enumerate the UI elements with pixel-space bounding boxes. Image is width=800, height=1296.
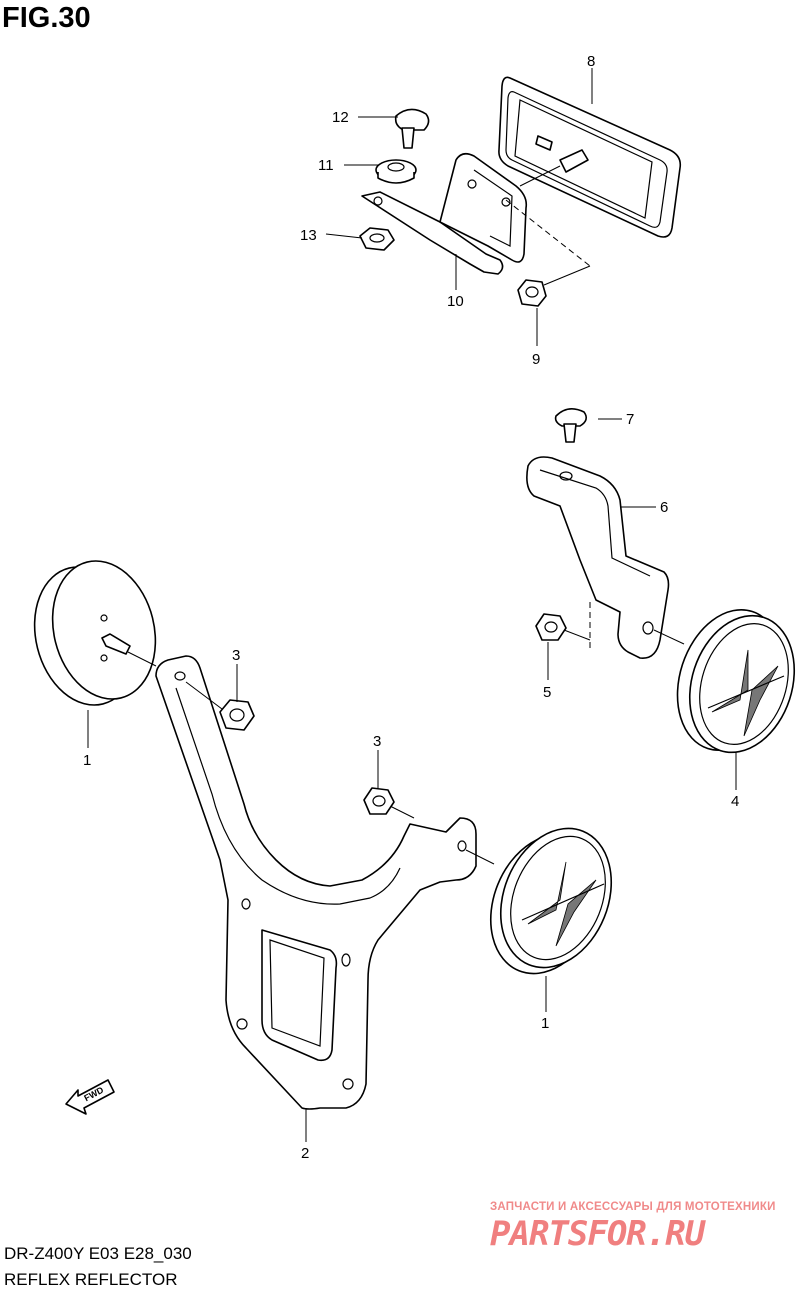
lamp-bracket-part-10 <box>361 152 591 275</box>
callout-7: 7 <box>626 411 634 428</box>
callout-12: 12 <box>332 109 349 126</box>
callout-3-lower: 3 <box>373 733 381 750</box>
callout-3-upper: 3 <box>232 647 240 664</box>
washer-part-11 <box>375 159 417 184</box>
fwd-arrow-icon: FWD <box>65 1079 115 1115</box>
callout-8: 8 <box>587 53 595 70</box>
lamp-lens-part-8 <box>498 76 682 238</box>
callout-5: 5 <box>543 684 551 701</box>
reflector-bracket-part-2 <box>155 655 495 1110</box>
callout-11: 11 <box>318 157 334 174</box>
callout-1-lower: 1 <box>541 1015 549 1032</box>
figure-title: FIG.30 <box>2 2 91 34</box>
reflector-part-1-lower <box>489 827 613 975</box>
callout-2: 2 <box>301 1145 309 1162</box>
reflector-bracket-part-6 <box>526 456 685 659</box>
watermark-tagline: ЗАПЧАСТИ И АКСЕССУАРЫ ДЛЯ МОТОТЕХНИКИ <box>490 1201 776 1213</box>
nut-part-5 <box>535 613 591 641</box>
screw-part-7 <box>554 408 588 443</box>
callout-4: 4 <box>731 793 739 810</box>
callout-9: 9 <box>532 351 540 368</box>
watermark-logo: PARTSFOR.RU <box>490 1214 705 1254</box>
reflector-part-4 <box>676 609 796 754</box>
nut-part-9 <box>517 265 591 307</box>
callout-6: 6 <box>660 499 668 516</box>
nut-part-13 <box>359 227 395 251</box>
callout-leaders <box>87 68 737 1142</box>
reflector-part-1-upper <box>33 560 157 706</box>
screw-part-12 <box>394 108 430 149</box>
callout-13: 13 <box>300 227 317 244</box>
callout-10: 10 <box>447 293 464 310</box>
nut-part-3-upper <box>219 699 255 731</box>
footer-section-title: REFLEX REFLECTOR <box>4 1270 178 1289</box>
callout-1-upper: 1 <box>83 752 91 769</box>
footer-model-code: DR-Z400Y E03 E28_030 <box>4 1244 192 1263</box>
nut-part-3-lower <box>363 787 395 815</box>
